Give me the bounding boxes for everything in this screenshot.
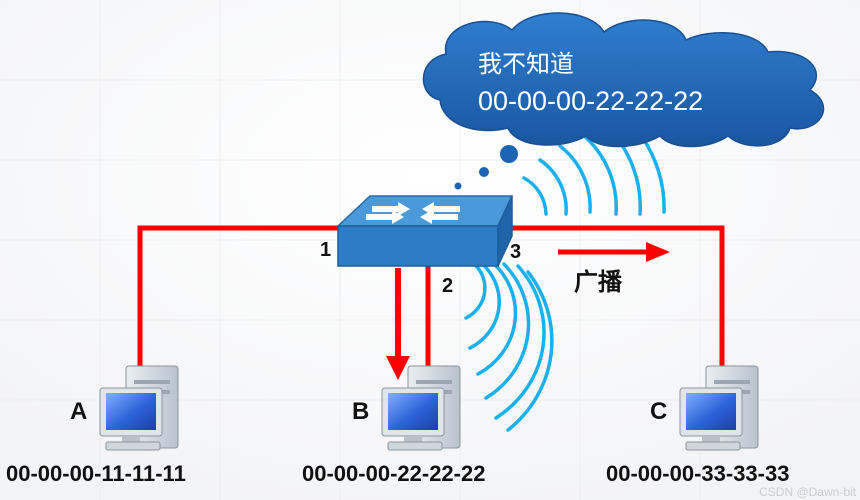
port-label-2: 2 [442,275,453,297]
host-c-label: C [650,398,667,425]
host-a-label: A [70,398,87,425]
port-label-3: 3 [510,241,521,263]
port-label-1: 1 [320,239,331,261]
thought-bubbles [454,145,518,190]
host-a-mac: 00-00-00-11-11-11 [6,461,186,486]
cloud-shape [422,12,825,148]
cloud-text-line2: 00-00-00-22-22-22 [478,86,703,116]
broadcast-arrow [558,242,670,262]
cloud-text-line1: 我不知道 [478,51,574,78]
link-port3-host-c [500,225,725,366]
host-a-computer-icon [99,365,179,451]
host-b-label: B [352,398,369,425]
host-b-mac: 00-00-00-22-22-22 [302,461,485,486]
link-port1-host-a [137,225,348,366]
network-links [137,225,725,372]
host-c-mac: 00-00-00-33-33-33 [606,461,789,486]
broadcast-label: 广播 [574,268,623,296]
watermark: CSDN @Dawn-bit [759,485,857,499]
host-b-computer-icon [381,365,461,451]
signal-waves-down [464,260,554,432]
switch-icon [336,195,514,267]
arrow-to-host-b [386,268,410,380]
host-c-computer-icon [679,365,759,451]
